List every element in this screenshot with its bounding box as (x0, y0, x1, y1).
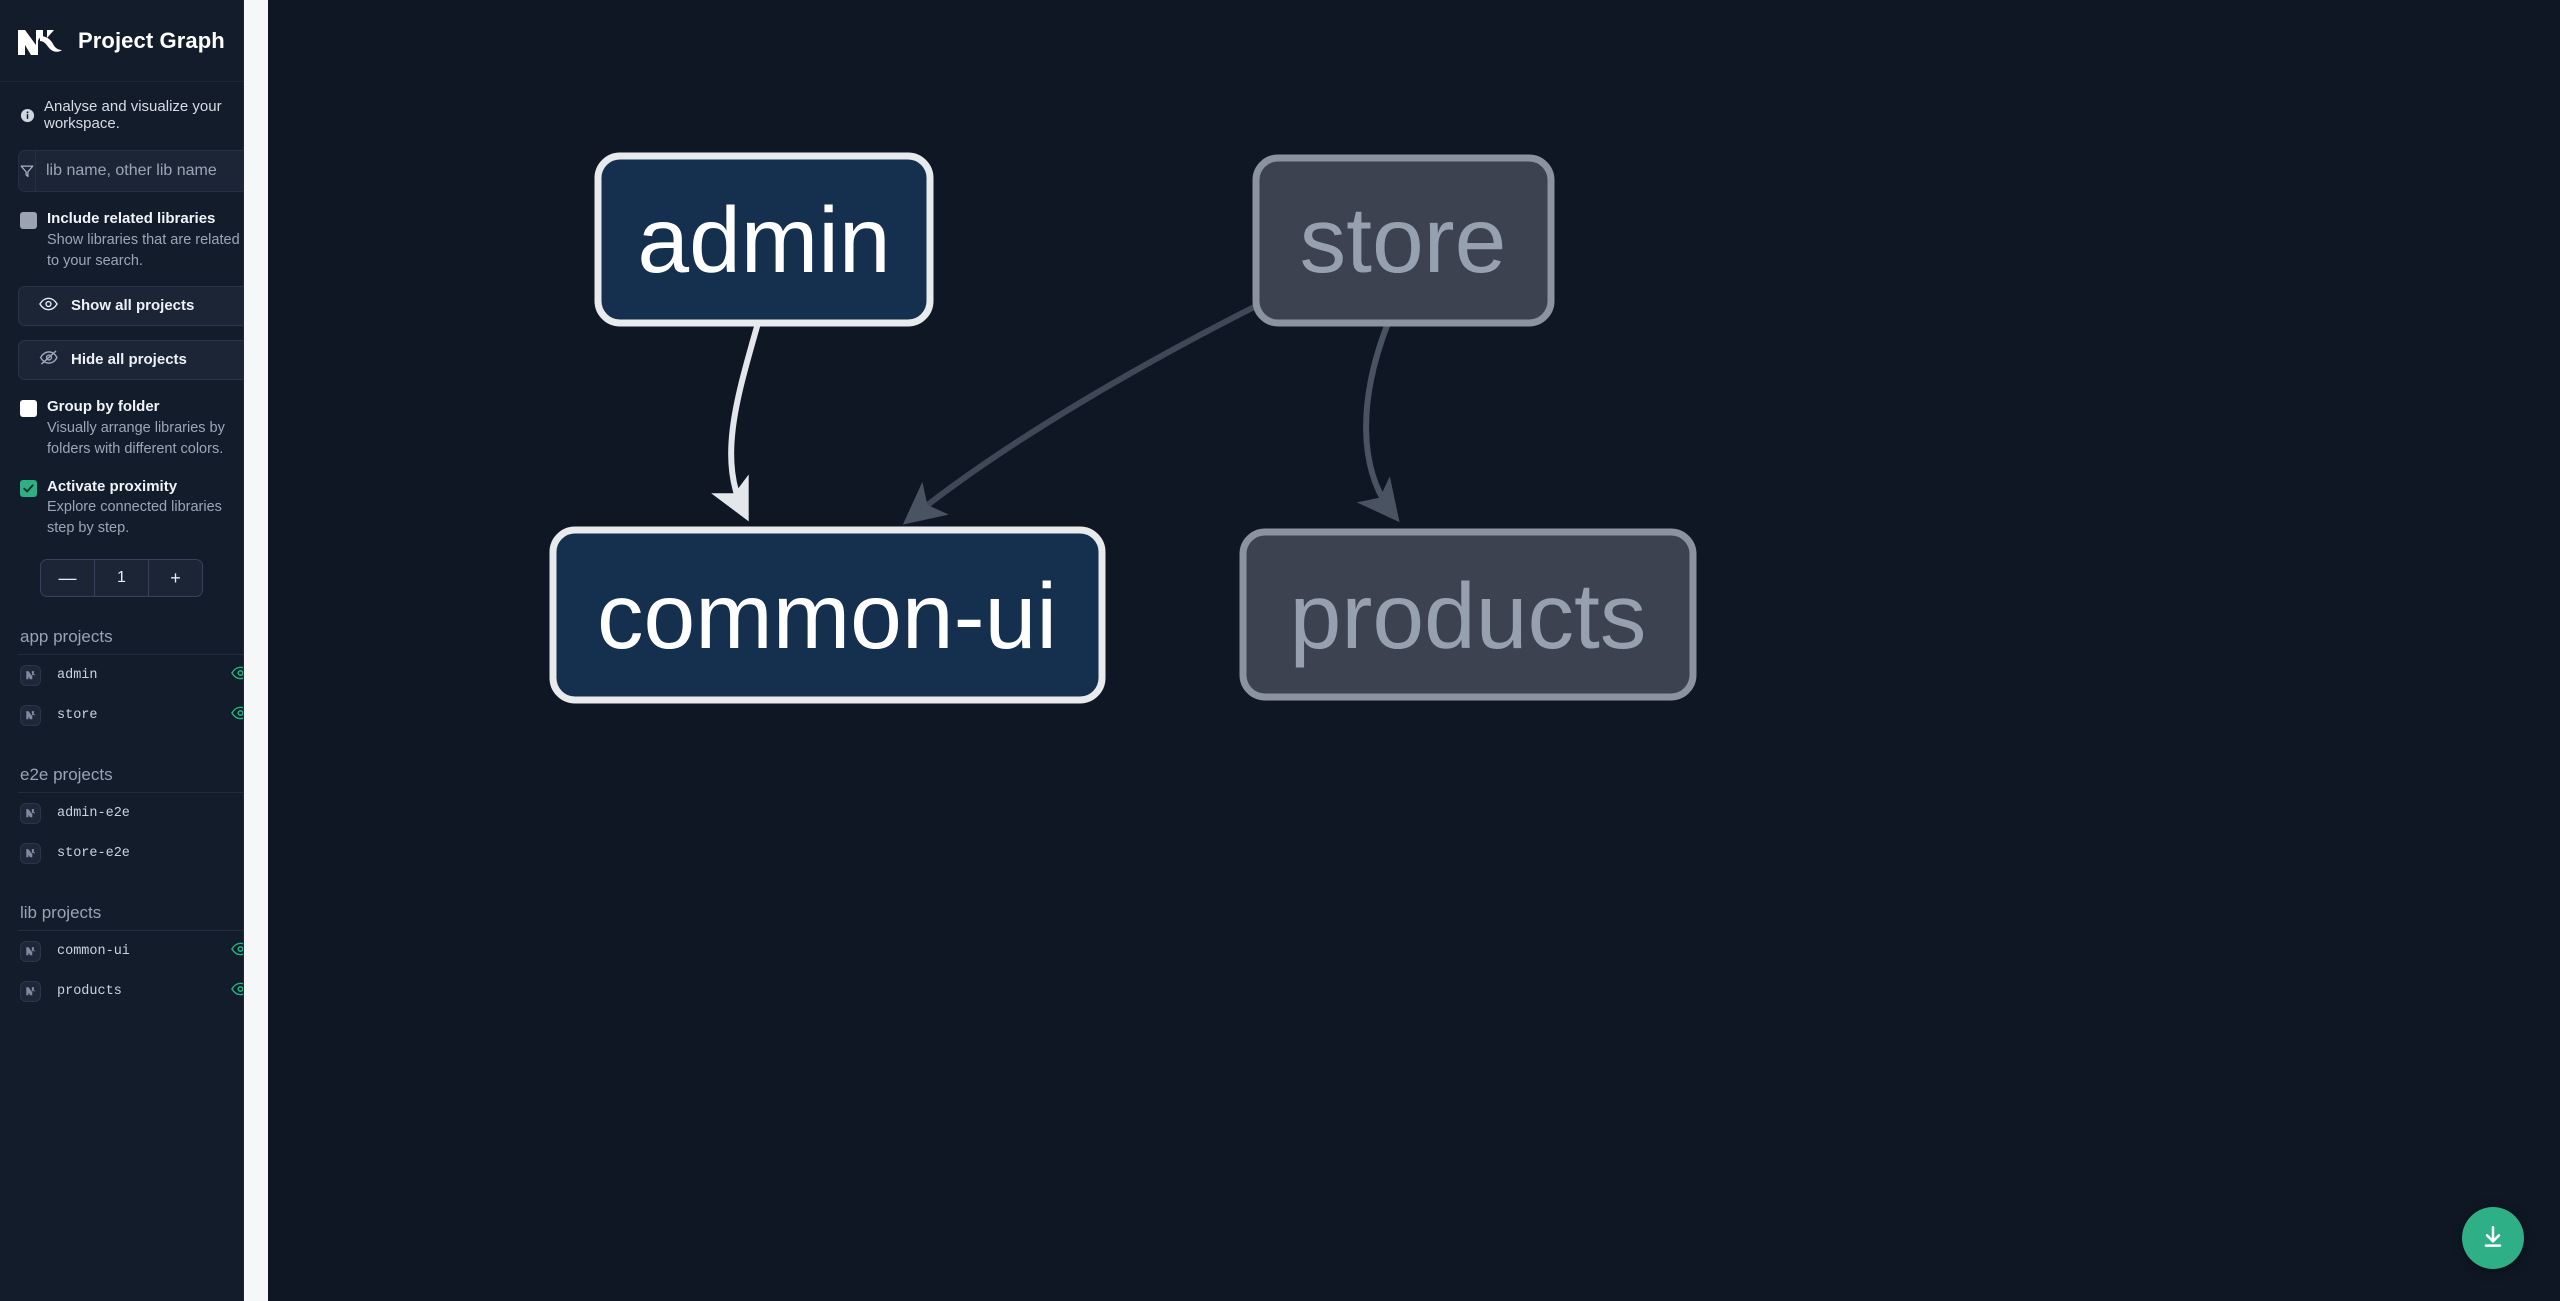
graph-canvas[interactable]: admin store common-ui products (268, 0, 2560, 1301)
nx-project-icon (20, 664, 41, 686)
activate-proximity-checkbox[interactable] (20, 479, 37, 497)
divider (18, 654, 250, 656)
nx-logo (16, 24, 64, 58)
project-group-e2e: e2e projects admin-e2e store-e2e (0, 765, 268, 873)
list-item[interactable]: admin (18, 655, 250, 695)
eye-off-icon (39, 350, 58, 369)
download-icon (2480, 1224, 2506, 1253)
include-related-checkbox[interactable] (20, 212, 37, 229)
edge-store-to-products (1356, 321, 1400, 523)
group-by-folder-checkbox[interactable] (20, 399, 37, 417)
project-name: store (57, 707, 98, 723)
project-name: common-ui (57, 943, 130, 959)
graph-node-products[interactable]: products (1239, 528, 1697, 701)
hide-all-projects-button[interactable]: Hide all projects (18, 339, 250, 380)
proximity-value: 1 (117, 569, 126, 587)
page-title: Project Graph (78, 27, 225, 53)
nx-project-icon (20, 842, 41, 864)
graph-node-label: common-ui (597, 564, 1057, 668)
sidebar-info: Analyse and visualize your workspace. (0, 82, 268, 148)
option-label: Group by folder (47, 397, 160, 415)
show-all-projects-button[interactable]: Show all projects (18, 285, 250, 326)
hide-all-projects-label: Hide all projects (71, 351, 187, 369)
sidebar-controls: Include related libraries Show libraries… (0, 150, 268, 598)
filter-box[interactable] (18, 150, 250, 192)
sidebar-header: Project Graph (0, 0, 268, 82)
sidebar-scrollbar[interactable] (244, 0, 268, 1301)
edge-admin-to-common-ui (711, 322, 761, 522)
option-description: Show libraries that are related to your … (47, 231, 240, 269)
graph-node-common-ui[interactable]: common-ui (549, 526, 1106, 704)
divider (18, 792, 250, 794)
graph-node-admin[interactable]: admin (594, 152, 934, 327)
project-name: admin-e2e (57, 805, 130, 821)
option-description: Explore connected libraries step by step… (47, 499, 222, 537)
eye-icon (39, 297, 58, 315)
graph-node-label: admin (637, 188, 890, 292)
divider (18, 930, 250, 932)
search-input[interactable] (36, 151, 249, 191)
option-include-related-libraries[interactable]: Include related libraries Show libraries… (18, 210, 250, 272)
group-label: app projects (20, 627, 113, 647)
project-name: products (57, 983, 122, 999)
list-item[interactable]: admin-e2e (18, 793, 250, 833)
list-item[interactable]: store-e2e (18, 833, 250, 873)
project-group-app: app projects admin store (0, 627, 268, 735)
sidebar-info-text: Analyse and visualize your workspace. (44, 98, 222, 132)
project-name: admin (57, 667, 98, 683)
edge-store-to-common-ui (902, 297, 1270, 525)
graph-node-label: store (1300, 188, 1507, 292)
option-activate-proximity[interactable]: Activate proximity Explore connected lib… (18, 478, 250, 540)
graph-node-store[interactable]: store (1252, 154, 1555, 327)
proximity-stepper[interactable]: — 1 + (40, 559, 203, 598)
project-name: store-e2e (57, 845, 130, 861)
checkmark-icon (23, 483, 34, 492)
option-label: Include related libraries (47, 210, 216, 227)
proximity-increment-button[interactable]: + (148, 560, 202, 597)
proximity-decrement-button[interactable]: — (41, 560, 95, 597)
list-item[interactable]: store (18, 695, 250, 735)
download-button[interactable] (2462, 1207, 2524, 1269)
list-item[interactable]: products (18, 971, 250, 1011)
nx-project-icon (20, 940, 41, 962)
nx-project-icon (20, 802, 41, 824)
group-label: e2e projects (20, 765, 113, 785)
sidebar-edge (243, 0, 244, 1301)
group-label: lib projects (20, 903, 102, 923)
sidebar: Project Graph Analyse and visualize your… (0, 0, 268, 1301)
graph-node-label: products (1290, 564, 1647, 668)
project-graph-svg: admin store common-ui products (549, 152, 1697, 704)
project-group-lib: lib projects common-ui products (0, 903, 268, 1011)
nx-project-icon (20, 704, 41, 726)
option-group-by-folder[interactable]: Group by folder Visually arrange librari… (18, 398, 250, 460)
nx-project-icon (20, 980, 41, 1002)
show-all-projects-label: Show all projects (71, 297, 195, 315)
option-description: Visually arrange libraries by folders wi… (47, 419, 225, 457)
funnel-icon (19, 151, 36, 191)
list-item[interactable]: common-ui (18, 931, 250, 971)
option-label: Activate proximity (47, 477, 178, 495)
info-icon (20, 108, 35, 123)
